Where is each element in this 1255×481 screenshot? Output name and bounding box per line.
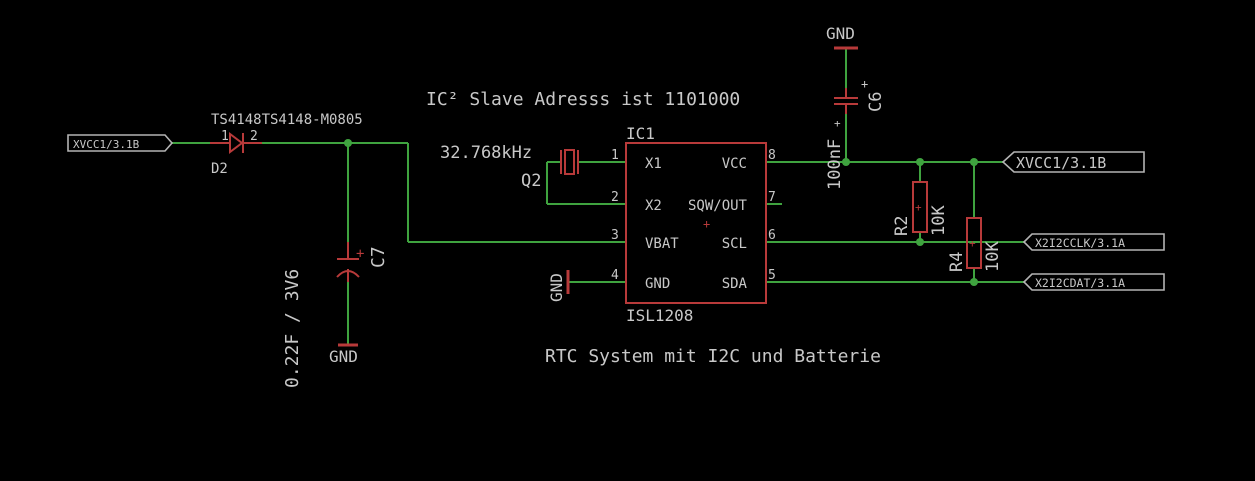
svg-text:GND: GND [547,273,566,302]
ic-pin-number: 2 [611,190,619,205]
ic-pin-name: GND [645,276,670,292]
ic-pin-name: SCL [722,236,747,252]
wires [172,48,1024,345]
c6-ref: C6 [866,92,886,112]
junction-dot [916,158,924,166]
svg-text:+: + [969,237,976,250]
diode-d2[interactable]: TS4148TS4148-M0805 1 2 D2 [210,112,363,177]
crystal-q2[interactable]: 32.768kHz Q2 [440,143,579,191]
ic-pin-number: 1 [611,148,619,163]
svg-text:GND: GND [329,347,358,366]
diode-ref: D2 [211,161,228,177]
i2c-address-note: IC² Slave Adresss ist 1101000 [426,89,740,110]
svg-text:XVCC1/3.1B: XVCC1/3.1B [73,138,140,151]
r2-value: 10K [929,205,949,236]
ic-pin-name: SDA [722,276,748,292]
diode-part-label: TS4148TS4148-M0805 [211,112,363,128]
diode-pin2-number: 2 [250,129,258,144]
ic-pin-number: 3 [611,228,619,243]
c7-ref: C7 [368,246,389,268]
svg-text:+: + [703,217,710,231]
ic-pin-number: 7 [768,190,776,205]
diode-pin1-number: 1 [221,129,229,144]
resistor-r2[interactable]: + R2 10K [892,181,949,236]
net-label-xvcc-right[interactable]: XVCC1/3.1B [1001,151,1145,173]
ic-part: ISL1208 [626,306,693,325]
svg-text:X2I2CDAT/3.1A: X2I2CDAT/3.1A [1035,276,1125,290]
r2-ref: R2 [892,216,912,236]
ic-pin-number: 6 [768,228,776,243]
r4-ref: R4 [947,252,967,272]
gnd-c6: GND [826,24,855,43]
ic-pin-name: VCC [722,156,747,172]
ic-ref: IC1 [626,124,655,143]
gnd-c7: GND [329,343,358,366]
ic-pin-number: 4 [611,268,619,283]
net-label-i2c-data[interactable]: X2I2CDAT/3.1A [1022,273,1165,291]
ic1-isl1208[interactable]: + IC1 ISL1208 1 2 3 4 5 6 7 8 X1 X2 VBAT… [611,124,776,325]
c7-value: 0.22F / 3V6 [282,269,303,388]
gnd-ic: GND [547,270,570,302]
junction-dot [842,158,850,166]
capacitor-c7[interactable]: + C7 0.22F / 3V6 [282,242,389,388]
svg-text:+: + [915,201,922,214]
junction-dot [344,139,352,147]
capacitor-c6[interactable]: + GND C6 100nF + [825,24,886,190]
ic-pin-name: X1 [645,156,662,172]
resistor-r4[interactable]: + R4 10K [947,217,1003,272]
svg-text:X2I2CCLK/3.1A: X2I2CCLK/3.1A [1035,236,1125,250]
svg-text:XVCC1/3.1B: XVCC1/3.1B [1016,154,1106,172]
junction-dot [916,238,924,246]
svg-text:+: + [834,117,841,130]
r4-value: 10K [983,241,1003,272]
ic-pin-number: 5 [768,268,776,283]
crystal-ref: Q2 [521,171,541,191]
schematic-caption: RTC System mit I2C und Batterie [545,346,881,367]
junction-dot [970,278,978,286]
ic-pin-name: SQW/OUT [688,198,748,214]
ic-pin-number: 8 [768,148,776,163]
net-label-xvcc-left[interactable]: XVCC1/3.1B [67,134,174,152]
net-label-i2c-clock[interactable]: X2I2CCLK/3.1A [1022,233,1165,251]
ic-pin-name: VBAT [645,236,679,252]
junction-dot [970,158,978,166]
svg-text:+: + [861,77,868,91]
crystal-value: 32.768kHz [440,143,532,163]
c6-value: 100nF [825,139,845,190]
svg-text:+: + [356,246,364,262]
ic-pin-name: X2 [645,198,662,214]
